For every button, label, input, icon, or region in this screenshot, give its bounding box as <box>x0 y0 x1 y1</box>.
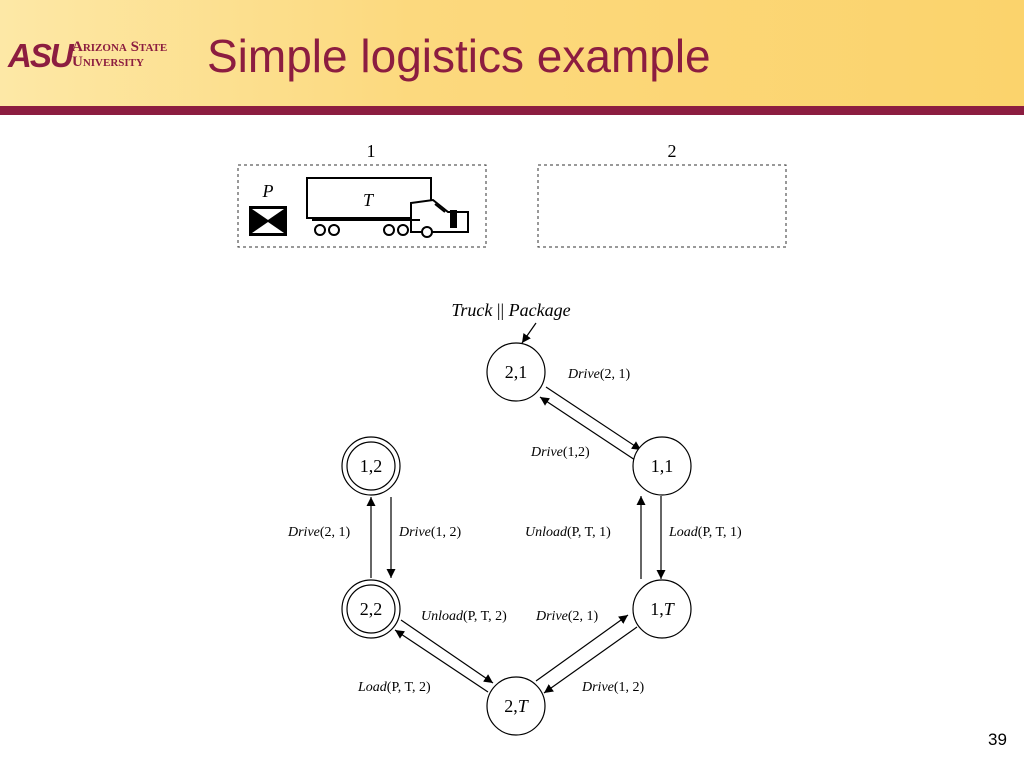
package-icon <box>249 206 287 236</box>
edge-label-unload-2: Unload(P, T, 2) <box>421 609 507 624</box>
state-label-1-1: 1,1 <box>651 456 674 476</box>
state-2-2-goal-inner <box>346 584 396 634</box>
package-label: P <box>262 181 274 201</box>
initial-state-label: Truck || Package <box>451 300 570 320</box>
slide-title: Simple logistics example <box>207 30 711 82</box>
slide-header <box>0 0 1024 106</box>
edge-label-drive-12-top: Drive(1,2) <box>530 445 590 460</box>
edge-label-drive-12-bottom: Drive(1, 2) <box>581 680 645 695</box>
location-1-box <box>237 164 487 248</box>
logo-wordmark: Arizona State University <box>72 40 167 70</box>
state-1-1 <box>632 436 692 496</box>
edge-unload-2 <box>400 619 494 684</box>
location-2-label: 2 <box>668 141 677 161</box>
state-2-1 <box>486 342 546 402</box>
edge-drive-21-top <box>545 386 642 451</box>
state-label-1-T: 1,T <box>650 599 676 619</box>
location-1-label: 1 <box>367 141 376 161</box>
page-number: 39 <box>988 730 1007 749</box>
logo-line-1: Arizona State <box>72 39 168 55</box>
edge-drive-12-top <box>539 396 636 461</box>
edge-label-load-1: Load(P, T, 1) <box>668 525 742 540</box>
edge-load-2 <box>394 629 489 693</box>
state-label-2-2: 2,2 <box>360 599 383 619</box>
truck-icon <box>306 177 469 238</box>
location-2-box <box>537 164 787 248</box>
state-2-T <box>486 676 546 736</box>
edge-label-drive-21-bottom: Drive(2, 1) <box>535 609 599 624</box>
university-logo: ASU Arizona State University <box>8 38 186 74</box>
state-1-T <box>632 579 692 639</box>
header-divider <box>0 106 1024 115</box>
edge-label-load-2: Load(P, T, 2) <box>357 680 431 695</box>
logo-line-2: University <box>72 54 144 70</box>
edge-label-unload-1: Unload(P, T, 1) <box>525 525 611 540</box>
state-label-2-T: 2,T <box>504 696 530 716</box>
state-label-2-1: 2,1 <box>505 362 528 382</box>
edge-drive-21-bottom <box>535 614 629 682</box>
logo-mark: ASU <box>8 37 74 74</box>
truck-label: T <box>363 190 375 210</box>
edge-drive-12-bottom <box>543 626 638 694</box>
edge-label-drive-21-left: Drive(2, 1) <box>287 525 351 540</box>
state-1-2-goal-inner <box>346 441 396 491</box>
initial-state-arrow <box>521 322 537 344</box>
edge-label-drive-21-top: Drive(2, 1) <box>567 367 631 382</box>
edge-label-drive-12-left: Drive(1, 2) <box>398 525 462 540</box>
state-label-1-2: 1,2 <box>360 456 383 476</box>
